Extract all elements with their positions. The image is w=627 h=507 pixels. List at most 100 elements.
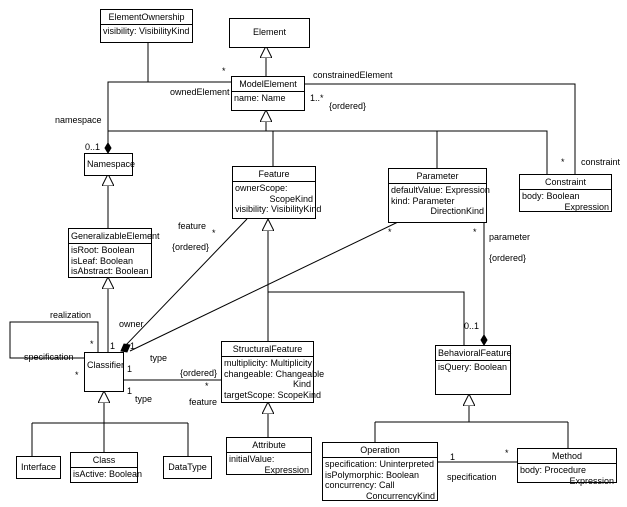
class-element-ownership[interactable]: ElementOwnership visibility: VisibilityK… (100, 9, 193, 43)
class-method[interactable]: Method body: Procedure Expression (517, 448, 617, 486)
behavioral-feature-tree (374, 421, 569, 448)
multiplicity-label: * (388, 227, 392, 237)
owned-element-association (107, 81, 231, 143)
class-name: Namespace (87, 159, 136, 169)
class-attribute-box[interactable]: Attribute initialValue: Expression (226, 437, 312, 475)
role-label-realization: realization (50, 310, 92, 320)
class-model-element[interactable]: ModelElement name: Name (231, 76, 305, 111)
class-feature[interactable]: Feature ownerScope: ScopeKind visibility… (232, 166, 322, 219)
class-attribute: isRoot: Boolean (71, 245, 135, 255)
model-element-tree-bar (107, 130, 548, 175)
class-class[interactable]: Class isActive: Boolean (70, 452, 143, 483)
class-attribute: specification: Uninterpreted (325, 459, 435, 469)
class-name: Operation (323, 443, 437, 458)
class-attribute: Expression (264, 464, 309, 475)
class-operation[interactable]: Operation specification: Uninterpreted i… (322, 442, 438, 501)
multiplicity-label: 1 (110, 341, 116, 351)
multiplicity-label: 1 (127, 364, 133, 374)
class-attribute: targetScope: ScopeKind (224, 389, 322, 400)
class-namespace[interactable]: Namespace (84, 153, 136, 176)
class-attribute: changeable: Changeable (224, 368, 325, 379)
role-label-specification: specification (447, 472, 497, 482)
class-attribute: isActive: Boolean (73, 469, 143, 479)
class-attribute: DirectionKind (430, 206, 484, 216)
class-attribute: isPolymorphic: Boolean (325, 469, 420, 480)
role-label-type: type (150, 353, 168, 363)
class-attribute: name: Name (234, 93, 286, 103)
constraint-label: {ordered} (489, 253, 527, 263)
role-label-constrained-element: constrainedElement (313, 70, 393, 80)
class-name: ModelElement (232, 77, 304, 92)
multiplicity-label: * (212, 228, 216, 238)
class-name: Element (252, 27, 287, 37)
class-attribute: concurrency: Call (325, 480, 395, 490)
class-structural-feature[interactable]: StructuralFeature multiplicity: Multipli… (221, 341, 325, 403)
class-attribute: Kind (292, 379, 311, 389)
class-attribute: initialValue: (229, 454, 275, 464)
class-name: Class (71, 453, 137, 468)
class-attribute: defaultValue: Expression (391, 185, 490, 195)
parameter-type-association (129, 221, 399, 352)
class-name: BehavioralFeature (436, 346, 512, 361)
class-name: Constraint (520, 175, 611, 190)
multiplicity-label: * (90, 339, 94, 349)
class-name: Feature (233, 167, 315, 182)
constraint-label: {ordered} (172, 242, 210, 252)
class-name: Classifier (87, 360, 125, 370)
class-name: GeneralizableElement (69, 229, 160, 244)
class-element[interactable]: Element (229, 18, 310, 48)
class-interface[interactable]: Interface (16, 456, 61, 479)
multiplicity-label: * (205, 381, 209, 391)
class-constraint[interactable]: Constraint body: Boolean Expression (519, 174, 612, 212)
role-label-type: type (135, 394, 153, 404)
multiplicity-label: * (222, 66, 226, 76)
role-label-specification: specification (24, 352, 74, 362)
realization-loop (9, 321, 99, 359)
constrained-element-association (305, 83, 576, 174)
class-attribute: Expression (564, 201, 609, 212)
role-label-constraint: constraint (581, 157, 621, 167)
role-label-owned-element: ownedElement (170, 87, 230, 97)
class-name: Attribute (227, 438, 311, 453)
class-generalizable-element[interactable]: GeneralizableElement isRoot: Boolean isL… (68, 228, 160, 278)
class-parameter[interactable]: Parameter defaultValue: Expression kind:… (388, 168, 490, 223)
feature-tree-bar (268, 291, 465, 345)
multiplicity-label: 0..1 (85, 142, 101, 152)
multiplicity-label: 1 (130, 341, 136, 351)
class-attribute: body: Boolean (522, 191, 580, 201)
class-name: Parameter (389, 169, 486, 184)
multiplicity-label: 0..1 (464, 321, 480, 331)
constraint-label: {ordered} (180, 368, 218, 378)
multiplicity-label: * (473, 227, 477, 237)
role-label-owner: owner (119, 319, 144, 329)
feature-owner-association (124, 218, 248, 347)
class-name: Method (518, 449, 616, 464)
multiplicity-label: * (561, 157, 565, 167)
class-classifier[interactable]: Classifier (84, 352, 124, 392)
class-attribute: isAbstract: Boolean (71, 266, 149, 276)
role-label-parameter: parameter (489, 232, 531, 242)
class-attribute: isQuery: Boolean (438, 362, 508, 372)
role-label-feature: feature (178, 221, 207, 231)
multiplicity-label: 1 (127, 386, 133, 396)
class-attribute: multiplicity: Multiplicity (224, 358, 313, 368)
class-attribute: visibility: VisibilityKind (235, 204, 322, 214)
multiplicity-label: * (75, 370, 79, 380)
class-attribute: body: Procedure (520, 465, 587, 475)
class-attribute: kind: Parameter (391, 195, 455, 206)
multiplicity-label: * (505, 448, 509, 458)
class-attribute: Expression (569, 475, 614, 486)
role-label-feature: feature (189, 397, 218, 407)
class-name: DataType (168, 462, 207, 472)
class-behavioral-feature[interactable]: BehavioralFeature isQuery: Boolean (435, 345, 512, 395)
class-name: StructuralFeature (222, 342, 313, 357)
multiplicity-label: 1..* (310, 93, 324, 103)
classifier-children-tree (31, 422, 189, 456)
class-attribute: ownerScope: (235, 183, 288, 193)
multiplicity-label: 1 (450, 452, 456, 462)
class-data-type[interactable]: DataType (163, 456, 212, 479)
role-label-namespace: namespace (55, 115, 102, 125)
owner-diamond (120, 343, 131, 353)
class-attribute: isLeaf: Boolean (71, 255, 134, 266)
class-name: Interface (20, 462, 57, 472)
